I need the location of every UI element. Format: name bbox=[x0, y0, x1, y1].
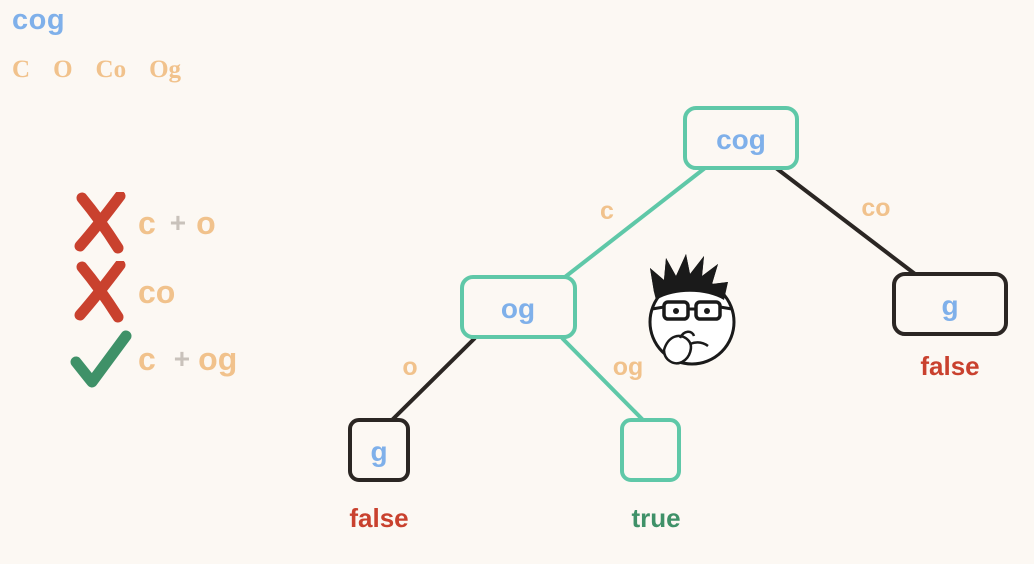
attempt-part: co bbox=[138, 273, 176, 310]
cross-icon bbox=[74, 261, 126, 323]
edge-left-right bbox=[560, 336, 645, 422]
edge-left-left bbox=[390, 336, 477, 422]
attempt-row-3: c + og bbox=[70, 324, 237, 394]
node-root bbox=[683, 106, 799, 170]
thinking-face-icon bbox=[648, 254, 736, 366]
target-word: cog bbox=[12, 4, 66, 36]
result-false-right: false bbox=[920, 351, 979, 381]
plus-sign: + bbox=[173, 343, 191, 374]
edge-root-right bbox=[774, 166, 917, 276]
node-right-label: g bbox=[941, 290, 958, 321]
edge-label-co: co bbox=[861, 194, 890, 222]
attempt-row-1: c + o bbox=[70, 188, 216, 258]
node-right bbox=[892, 272, 1008, 336]
dictionary-item: Co bbox=[95, 56, 127, 83]
node-root-label: cog bbox=[716, 124, 766, 155]
node-left-label: og bbox=[501, 293, 535, 324]
dictionary-item: Og bbox=[149, 56, 182, 83]
attempt-part: og bbox=[198, 340, 238, 377]
edge-root-left bbox=[563, 166, 707, 279]
cross-icon bbox=[74, 192, 126, 254]
edge-label-og: og bbox=[613, 353, 644, 381]
attempt-part: c bbox=[138, 204, 156, 241]
attempt-part: o bbox=[196, 204, 216, 241]
result-false-left: false bbox=[349, 503, 408, 533]
node-left-right-empty bbox=[620, 418, 681, 482]
dictionary-item: O bbox=[53, 56, 73, 83]
dictionary-item: C bbox=[12, 56, 31, 83]
node-left bbox=[460, 275, 577, 339]
plus-sign: + bbox=[169, 207, 187, 238]
node-left-left bbox=[348, 418, 410, 482]
edge-label-o: o bbox=[402, 353, 417, 381]
dictionary-list: C O Co Og bbox=[12, 56, 181, 84]
result-true: true bbox=[631, 503, 680, 533]
attempt-row-2: co bbox=[70, 257, 175, 327]
checkmark-icon bbox=[70, 330, 132, 388]
edge-label-c: c bbox=[600, 197, 614, 225]
node-left-left-label: g bbox=[370, 436, 387, 467]
attempt-part: c bbox=[138, 340, 156, 377]
